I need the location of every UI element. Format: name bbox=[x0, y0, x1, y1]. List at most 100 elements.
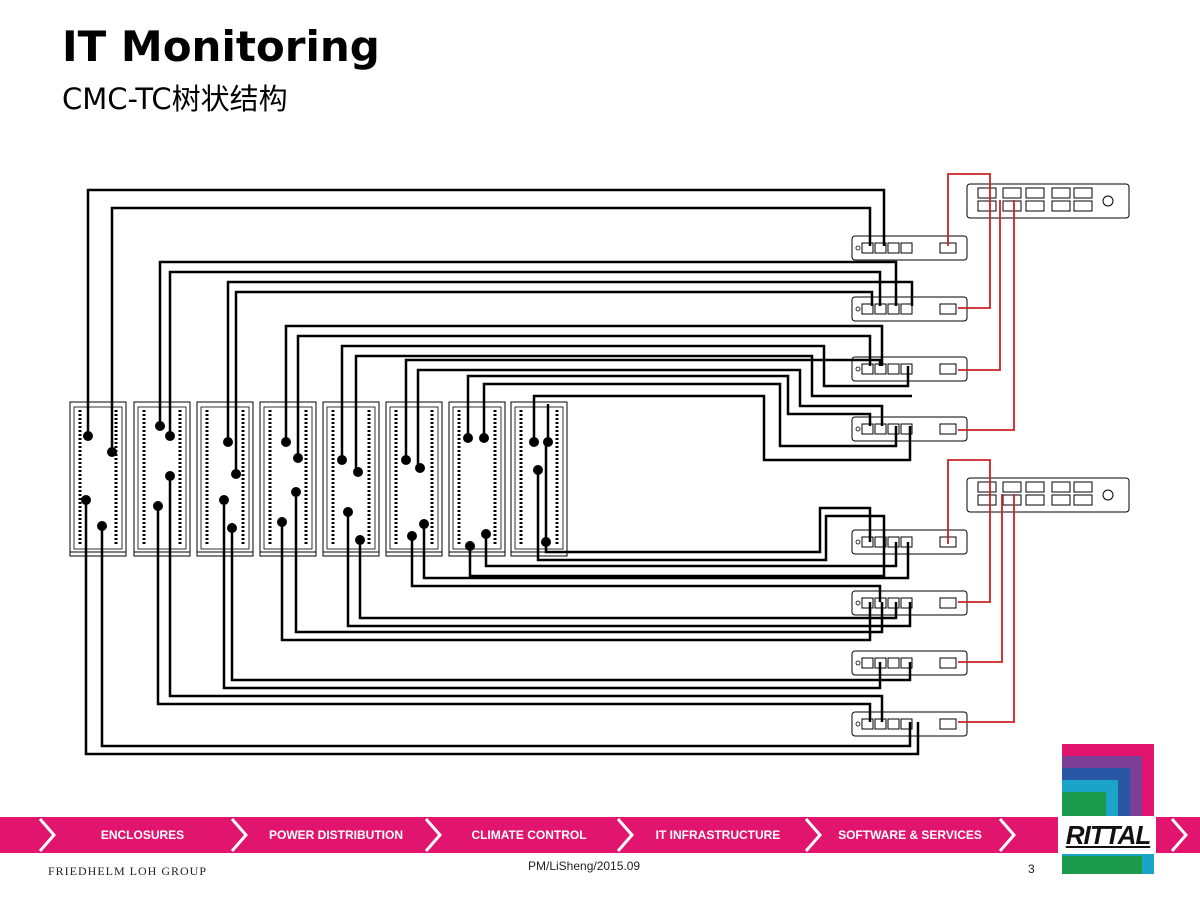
rj45-port bbox=[861, 242, 874, 254]
rj45-port bbox=[887, 303, 900, 315]
rj45-port bbox=[887, 718, 900, 730]
connection-dot bbox=[219, 495, 229, 505]
chevron-right-icon bbox=[38, 818, 56, 852]
bus-cable bbox=[226, 280, 914, 441]
connection-dot bbox=[481, 529, 491, 539]
rj45-port bbox=[1002, 187, 1022, 199]
rj45-port bbox=[1002, 200, 1022, 212]
rj45-port bbox=[900, 718, 913, 730]
led-indicator bbox=[855, 600, 861, 606]
bus-cable bbox=[100, 526, 912, 748]
connection-dot bbox=[463, 433, 473, 443]
rj45-port bbox=[874, 423, 887, 435]
author-date: PM/LiSheng/2015.09 bbox=[528, 859, 641, 873]
rj45-port bbox=[900, 303, 913, 315]
connection-dot bbox=[277, 517, 287, 527]
rj45-port bbox=[887, 657, 900, 669]
rack-enclosure bbox=[259, 401, 317, 557]
rj45-port bbox=[900, 242, 913, 254]
rj45-port bbox=[1002, 481, 1022, 493]
group-name: FRIEDHELM LOH GROUP bbox=[48, 864, 208, 878]
led-indicator bbox=[855, 539, 861, 545]
led-indicator bbox=[855, 721, 861, 727]
rj45-port bbox=[900, 423, 913, 435]
bus-cable bbox=[536, 470, 886, 562]
connection-dot bbox=[401, 455, 411, 465]
connection-dot bbox=[353, 467, 363, 477]
rj45-port bbox=[887, 597, 900, 609]
rack-frame bbox=[263, 406, 313, 550]
chevron-right-icon bbox=[804, 818, 822, 852]
rj45-port bbox=[1073, 187, 1093, 199]
connection-dot bbox=[533, 465, 543, 475]
led-indicator bbox=[855, 366, 861, 372]
rj45-port bbox=[900, 536, 913, 548]
connection-dot bbox=[107, 447, 117, 457]
connection-dot bbox=[227, 523, 237, 533]
rj45-port bbox=[900, 597, 913, 609]
rj45-port bbox=[887, 363, 900, 375]
bus-cable bbox=[110, 206, 872, 450]
bus-cable bbox=[158, 260, 898, 426]
master-link-cable bbox=[958, 494, 1015, 723]
connection-dot bbox=[165, 431, 175, 441]
rj45-port bbox=[874, 718, 887, 730]
connection-dot bbox=[223, 437, 233, 447]
chevron-right-icon bbox=[998, 818, 1016, 852]
bus-cable bbox=[340, 344, 910, 460]
nav-item-it-infrastructure[interactable]: IT INFRASTRUCTURE bbox=[655, 828, 781, 842]
logo-wordmark: RITTAL bbox=[1062, 817, 1154, 853]
master-link-cable bbox=[958, 494, 1003, 663]
rj45-port bbox=[900, 657, 913, 669]
nav-item-enclosures[interactable]: ENCLOSURES bbox=[100, 828, 185, 842]
rack-frame bbox=[452, 406, 502, 550]
rack-enclosure bbox=[322, 401, 380, 557]
rj45-port bbox=[939, 303, 957, 315]
bus-cable bbox=[346, 512, 912, 628]
rj45-port bbox=[1051, 200, 1071, 212]
connection-dot bbox=[231, 469, 241, 479]
rj45-port bbox=[900, 363, 913, 375]
rj45-port bbox=[861, 657, 874, 669]
connection-dot bbox=[465, 541, 475, 551]
rj45-port bbox=[1002, 494, 1022, 506]
chevron-right-icon bbox=[616, 818, 634, 852]
bus-cable bbox=[422, 524, 910, 580]
rack-frame bbox=[137, 406, 187, 550]
bus-cable bbox=[358, 540, 898, 620]
led-indicator bbox=[855, 306, 861, 312]
rj45-port bbox=[939, 597, 957, 609]
bus-cable bbox=[354, 354, 912, 472]
rj45-port bbox=[977, 494, 997, 506]
rack-frame bbox=[73, 406, 123, 550]
power-icon bbox=[1102, 489, 1114, 501]
connection-dot bbox=[543, 437, 553, 447]
page-subtitle: CMC-TC树状结构 bbox=[62, 82, 288, 116]
connection-dot bbox=[419, 519, 429, 529]
rj45-port bbox=[1025, 481, 1045, 493]
rj45-port bbox=[977, 200, 997, 212]
nav-item-power-distribution[interactable]: POWER DISTRIBUTION bbox=[269, 828, 403, 842]
master-link-cable bbox=[958, 200, 1015, 431]
bus-cable bbox=[296, 334, 872, 458]
page-title: IT Monitoring bbox=[62, 22, 380, 71]
rj45-port bbox=[939, 363, 957, 375]
chevron-right-icon bbox=[1170, 818, 1188, 852]
connection-dot bbox=[293, 453, 303, 463]
connection-dot bbox=[355, 535, 365, 545]
rj45-port bbox=[874, 242, 887, 254]
connection-dot bbox=[541, 537, 551, 547]
chevron-right-icon bbox=[230, 818, 248, 852]
page-number: 3 bbox=[1028, 862, 1035, 876]
rj45-port bbox=[887, 536, 900, 548]
bus-cable bbox=[284, 324, 884, 440]
rj45-port bbox=[1025, 494, 1045, 506]
rittal-logo bbox=[1058, 742, 1156, 874]
bus-cable bbox=[222, 500, 882, 690]
connection-dot bbox=[479, 433, 489, 443]
nav-item-climate-control[interactable]: CLIMATE CONTROL bbox=[471, 828, 587, 842]
rj45-port bbox=[939, 718, 957, 730]
rj45-port bbox=[977, 481, 997, 493]
bus-cable bbox=[280, 522, 872, 642]
nav-item-software-services[interactable]: SOFTWARE & SERVICES bbox=[838, 828, 982, 842]
